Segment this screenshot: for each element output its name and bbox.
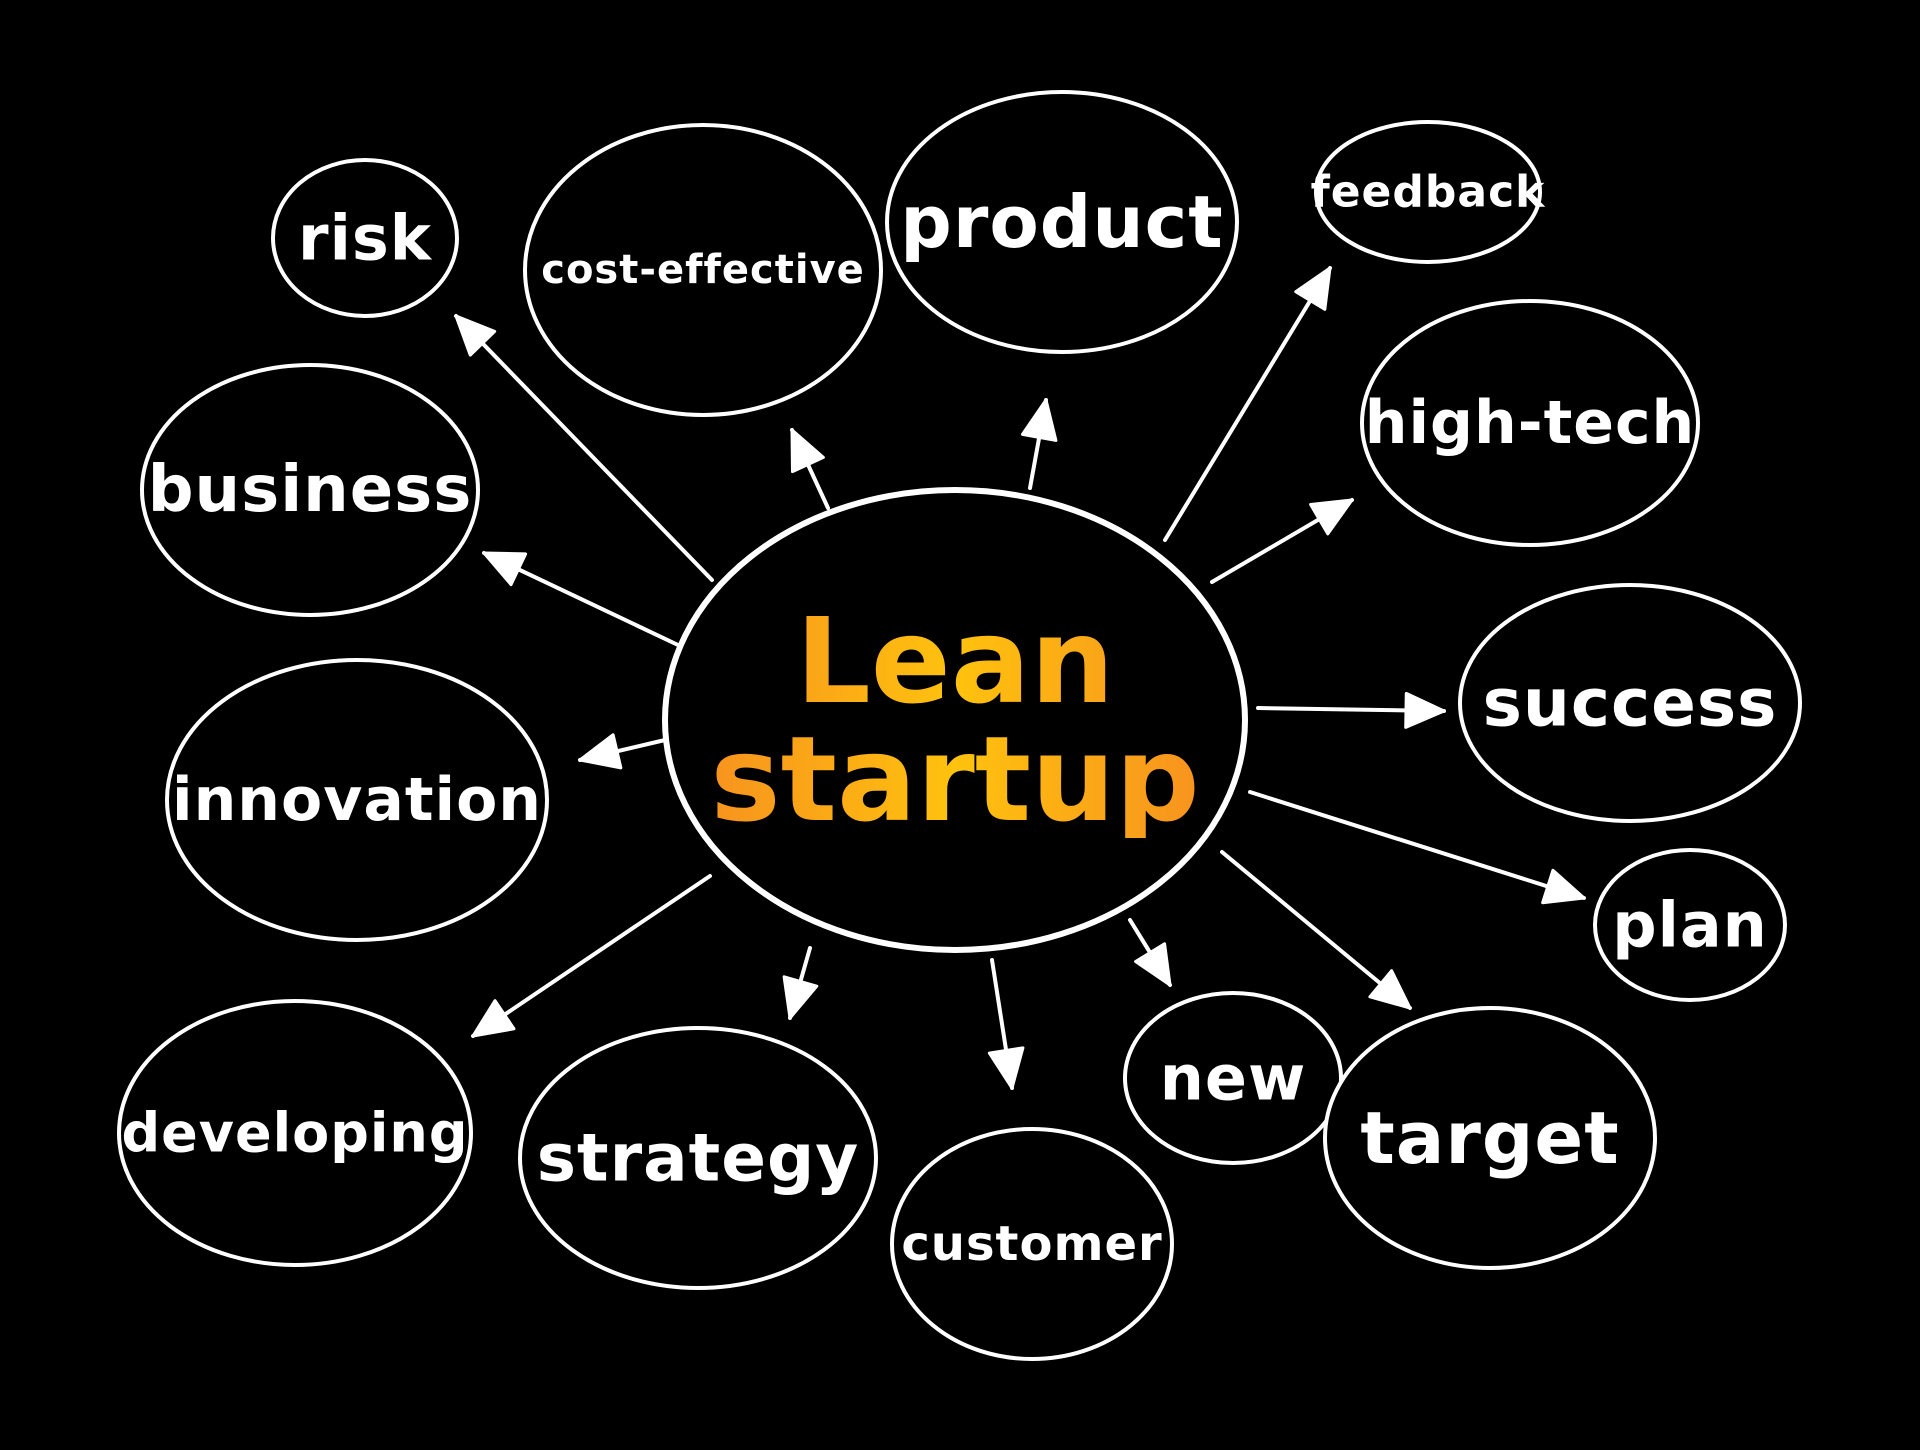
arrowhead-icon [482,551,528,587]
arrowhead-icon [1309,498,1354,536]
topic-label-innovation: innovation [172,765,542,835]
topic-bubble-business [140,363,480,617]
arrowhead-icon [1294,266,1332,311]
arrow-line-to-target [1220,850,1412,1010]
arrowhead-icon [782,975,819,1020]
central-topic-line-1: Lean [795,592,1115,730]
topic-bubble-strategy [518,1026,878,1290]
topic-label-strategy: strategy [536,1119,860,1197]
topic-label-target: target [1360,1096,1620,1180]
arrowhead-icon [1541,868,1586,905]
arrowhead-icon [454,314,497,357]
arrow-line-to-plan [1248,790,1586,900]
topic-label-customer: customer [901,1216,1163,1272]
arrow-line-to-developing [471,874,712,1038]
topic-bubble-new [1123,991,1343,1165]
topic-bubble-risk [271,158,459,318]
topic-bubble-high-tech [1360,299,1700,547]
topic-bubble-customer [890,1127,1174,1361]
connector-arrows [454,266,1586,1090]
arrowhead-icon [1368,969,1412,1010]
topic-bubble-plan [1593,848,1787,1002]
topic-label-feedback: feedback [1310,166,1546,218]
topic-label-success: success [1482,664,1778,742]
topic-bubble-target [1323,1006,1657,1270]
central-topic-line-2: startup [710,710,1200,848]
arrowhead-icon [1020,398,1058,442]
topic-label-developing: developing [121,1101,469,1165]
topic-label-business: business [147,453,473,527]
topic-bubbles [117,90,1802,1361]
arrowhead-icon [790,428,825,474]
topic-label-new: new [1159,1041,1307,1115]
topic-bubble-success [1458,583,1802,823]
topic-bubble-cost-effective [523,123,883,417]
topic-label-plan: plan [1612,888,1768,962]
arrow-line-to-feedback [1163,266,1332,542]
central-topic-label: Lean startup [710,602,1199,838]
arrowhead-icon [987,1046,1025,1090]
central-topic-bubble [662,487,1248,953]
topic-bubble-developing [117,999,473,1267]
arrowhead-icon [471,999,516,1038]
topic-label-product: product [900,180,1224,264]
topic-bubble-product [885,90,1239,354]
arrowhead-icon [1404,691,1446,729]
arrowhead-icon [1134,942,1172,987]
topic-bubble-feedback [1314,120,1542,264]
topic-label-cost-effective: cost-effective [541,247,865,293]
arrow-line-to-risk [454,314,714,582]
topic-bubble-innovation [165,658,549,942]
topic-label-high-tech: high-tech [1364,388,1696,458]
arrowhead-icon [578,733,623,770]
topic-label-risk: risk [298,201,432,275]
